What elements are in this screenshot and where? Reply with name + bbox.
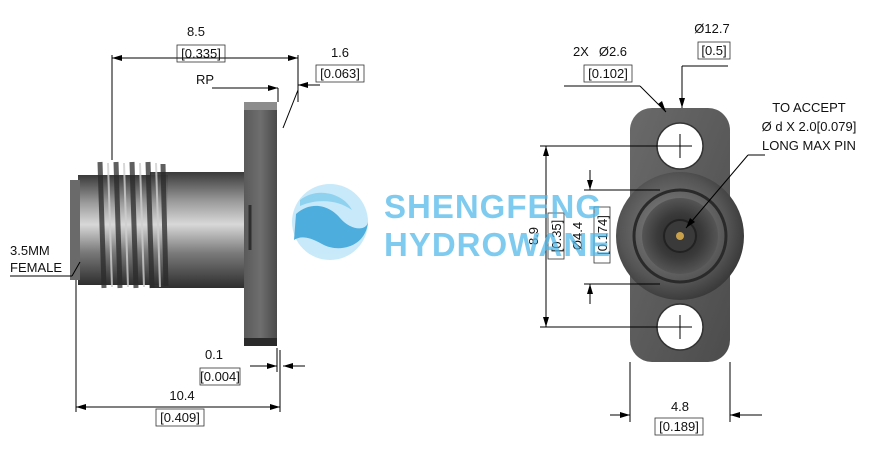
side-view: 8.5 [0.335] RP 1.6 [0.063] 3.5MM FEMALE … (10, 24, 365, 427)
gap-mm: 0.1 (205, 347, 223, 362)
length-top-mm: 8.5 (187, 24, 205, 39)
body-dia-symbol: Ø (570, 240, 585, 250)
width-inch: [0.189] (659, 419, 699, 434)
rp-label: RP (196, 72, 214, 87)
hole-dia-mm: 2.6 (609, 44, 627, 59)
body-dia-label: Ø4.4 (570, 222, 585, 250)
length-total-mm: 10.4 (169, 388, 194, 403)
connector-type-line1: 3.5MM (10, 243, 50, 258)
hole-count-prefix: 2X (573, 44, 589, 59)
watermark-line1: SHENGFENG (384, 188, 602, 225)
pin-note-line1: TO ACCEPT (772, 100, 846, 115)
hole-dia-symbol: Ø (599, 44, 609, 59)
body-dia-mm: 4.4 (570, 222, 585, 240)
connector-type-line2: FEMALE (10, 260, 62, 275)
hole-spacing-mm: 8.9 (526, 227, 541, 245)
flange-dia-label: Ø12.7 (694, 21, 729, 36)
hole-dia-label: 2X Ø2.6 (573, 44, 627, 59)
body-dia-inch: [0.174] (595, 215, 610, 255)
watermark-logo: SHENGFENG HYDROWANE (292, 184, 611, 263)
flange-thickness-mm: 1.6 (331, 45, 349, 60)
hole-dia-inch: [0.102] (588, 66, 628, 81)
width-mm: 4.8 (671, 399, 689, 414)
hole-spacing-inch: [0.35] (549, 220, 564, 253)
gap-inch: [0.004] (200, 369, 240, 384)
flange-dia-symbol: Ø (694, 21, 704, 36)
flange-thickness-inch: [0.063] (320, 66, 360, 81)
thread-section (78, 175, 168, 285)
pin-note-line3: LONG MAX PIN (762, 138, 856, 153)
thread-ridges (97, 161, 169, 289)
length-top-inch: [0.335] (181, 46, 221, 61)
flange-dia-inch: [0.5] (701, 43, 726, 58)
center-pin (676, 232, 684, 240)
flange-dia-mm: 12.7 (704, 21, 729, 36)
watermark-line2: HYDROWANE (384, 226, 611, 263)
length-total-inch: [0.409] (160, 410, 200, 425)
pin-note-line2: Ø d X 2.0[0.079] (762, 119, 857, 134)
